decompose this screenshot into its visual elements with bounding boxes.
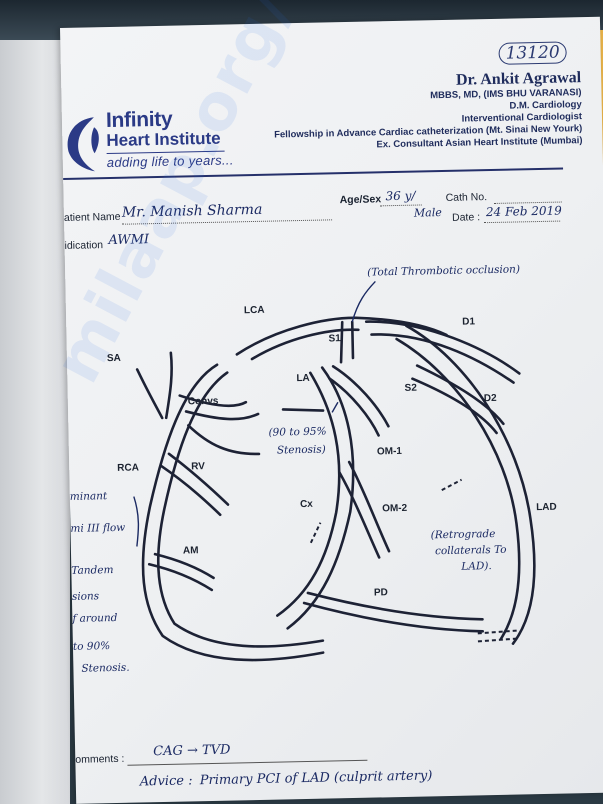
annotation-left: f around [71, 612, 118, 625]
annotation-left: mi III flow [70, 522, 125, 535]
annotation-la-stenosis: Stenosis) [277, 444, 326, 457]
annotation-left: Tandem [71, 564, 113, 577]
comments-value: CAG → TVD [153, 742, 231, 760]
label-cx: Cx [300, 499, 313, 510]
label-s2: S2 [405, 383, 418, 394]
annotation-retrograde: LAD). [460, 560, 492, 573]
comments-label: omments : [75, 752, 125, 766]
label-s1: S1 [328, 333, 341, 344]
label-lad: LAD [536, 502, 557, 513]
label-om2: OM-2 [382, 503, 408, 515]
annotation-la-stenosis: (90 to 95% [268, 426, 326, 439]
annotation-retrograde: collaterals To [435, 544, 507, 557]
annotation-left: to 90% [73, 640, 110, 653]
label-convs: Convs [188, 396, 219, 408]
annotation-total-occlusion: (Total Thrombotic occlusion) [367, 263, 520, 278]
label-la: LA [296, 373, 310, 384]
annotation-retrograde: (Retrograde [431, 528, 496, 541]
annotation-left: minant [70, 490, 108, 503]
cath-report-sheet: 13120 Infinity Heart Institute adding li… [60, 16, 603, 804]
label-d2: D2 [484, 393, 497, 404]
coronary-diagram: LCA S1 D1 SA LA S2 D2 Convs RCA RV OM-1 … [70, 263, 557, 675]
label-om1: OM-1 [377, 446, 403, 458]
annotation-left: sions [72, 590, 100, 603]
label-am: AM [183, 545, 199, 556]
label-d1: D1 [462, 316, 475, 327]
label-rv: RV [191, 461, 205, 472]
label-pd: PD [374, 587, 388, 598]
advice-label: Advice : [139, 773, 193, 790]
label-rca: RCA [117, 462, 139, 473]
label-lca: LCA [244, 305, 265, 316]
label-sa: SA [107, 353, 121, 364]
heart-logo-icon [67, 117, 99, 172]
left-book-page [0, 0, 70, 804]
annotation-left: Stenosis. [81, 662, 129, 675]
